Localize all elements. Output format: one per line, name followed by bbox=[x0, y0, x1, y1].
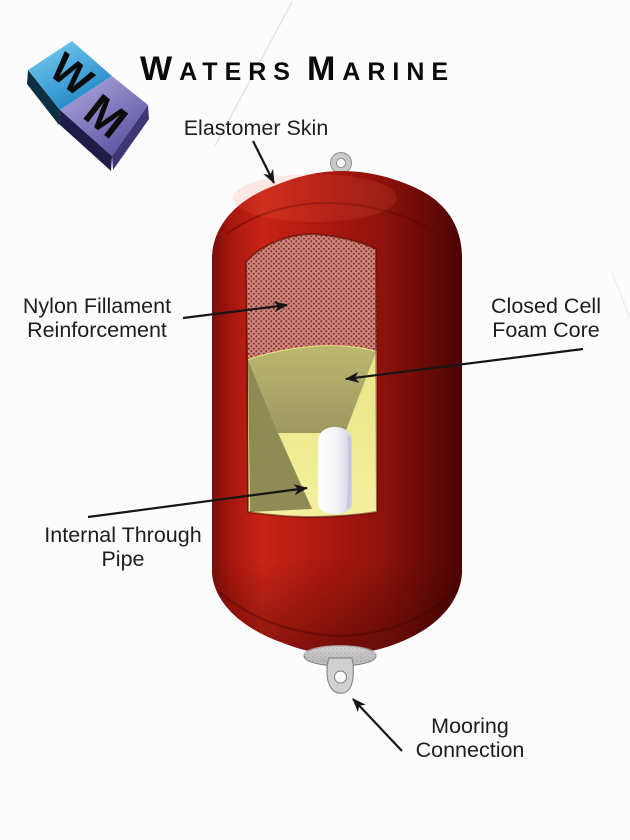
logo-front-face bbox=[60, 76, 148, 156]
dome-highlight bbox=[233, 174, 397, 222]
through-pipe bbox=[318, 427, 352, 514]
brand-word2-initial: M bbox=[306, 50, 343, 88]
label-nylon-reinforcement: Nylon Fillament Reinforcement bbox=[2, 294, 192, 342]
logo-right-depth bbox=[112, 105, 149, 170]
label-through-pipe: Internal Through Pipe bbox=[28, 523, 218, 571]
brand-word1-initial: W bbox=[140, 50, 180, 88]
arrow-nylon-reinforcement bbox=[182, 301, 288, 320]
cone-shade bbox=[212, 560, 462, 655]
label-foam-line2: Foam Core bbox=[492, 318, 600, 342]
label-nylon-line1: Nylon Fillament bbox=[22, 294, 172, 318]
mooring-fitting bbox=[303, 645, 377, 694]
label-pipe-line1: Internal Through bbox=[44, 523, 202, 547]
brand-name: WATERS MARINE bbox=[140, 52, 455, 86]
arrow-foam-core bbox=[345, 347, 584, 383]
mooring-hole bbox=[333, 670, 348, 684]
foam-left-wall bbox=[248, 360, 312, 512]
lifting-eye bbox=[330, 152, 352, 174]
waters-marine-logo: W M bbox=[27, 41, 149, 171]
arrow-mooring-connection bbox=[352, 698, 403, 752]
scan-artifacts bbox=[214, 1, 630, 319]
dome-crease bbox=[227, 201, 437, 234]
brand-word2-rest: ARINE bbox=[342, 58, 456, 86]
label-elastomer-skin-text: Elastomer Skin bbox=[183, 116, 329, 140]
cutaway-outline bbox=[244, 232, 379, 519]
label-mooring-line2: Connection bbox=[415, 738, 525, 762]
arrow-elastomer-skin bbox=[252, 140, 275, 184]
logo-bottom-depth bbox=[59, 110, 112, 171]
label-mooring-connection: Mooring Connection bbox=[375, 714, 565, 762]
logo-left-depth bbox=[27, 70, 60, 125]
label-pipe-line2: Pipe bbox=[101, 547, 145, 571]
foam-core bbox=[248, 345, 377, 517]
cutaway-mesh bbox=[246, 234, 377, 359]
label-mooring-line1: Mooring bbox=[431, 714, 509, 738]
label-elastomer-skin: Elastomer Skin bbox=[150, 116, 362, 140]
logo-top-face bbox=[28, 41, 112, 110]
arrow-through-pipe bbox=[87, 484, 308, 519]
brand-word1-rest: ATERS bbox=[179, 58, 297, 86]
label-foam-line1: Closed Cell bbox=[491, 294, 601, 318]
label-foam-core: Closed Cell Foam Core bbox=[451, 294, 630, 342]
label-nylon-line2: Reinforcement bbox=[27, 318, 167, 342]
foam-back-cone bbox=[248, 346, 376, 433]
